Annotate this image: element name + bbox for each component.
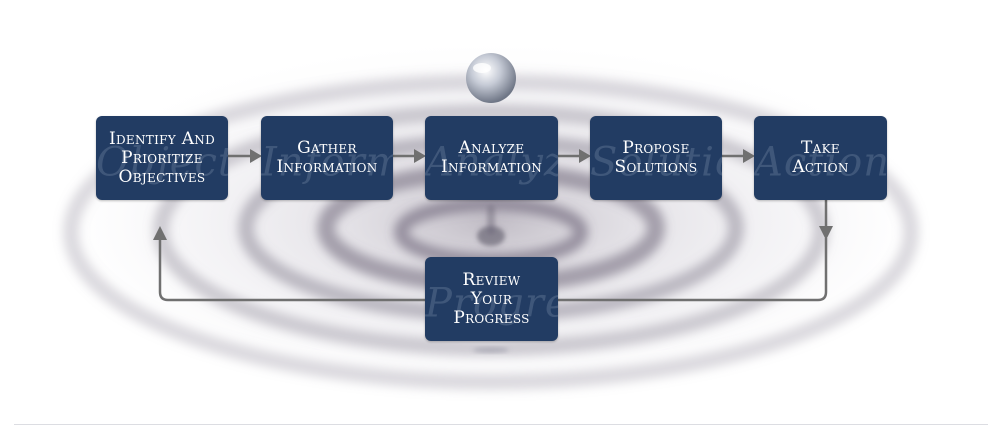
water-splash-column — [477, 205, 505, 246]
step-gather-information: Information Gather Information — [261, 116, 393, 200]
water-droplet-icon — [466, 53, 516, 103]
connector-5-6 — [558, 238, 828, 302]
connector-6-1 — [158, 238, 425, 302]
step-label: Identify And Prioritize Objectives — [109, 128, 215, 187]
step-analyze-information: Analyze Analyze Information — [425, 116, 558, 200]
arrowhead-icon — [153, 149, 833, 240]
step-label: Propose Solutions — [614, 138, 698, 177]
step-label: Analyze Information — [440, 138, 543, 177]
step-label: Review Your Progress — [453, 269, 530, 328]
bottom-divider — [14, 424, 988, 425]
step-identify-objectives: Objectives Identify And Prioritize Objec… — [96, 116, 228, 200]
water-reflection — [473, 347, 509, 353]
step-propose-solutions: Solutions Propose Solutions — [590, 116, 722, 200]
step-label: Take Action — [792, 138, 849, 177]
step-review-progress: Progress Review Your Progress — [425, 257, 558, 341]
flow-connectors — [158, 154, 828, 302]
step-label: Gather Information — [276, 138, 378, 177]
step-take-action: Action Take Action — [754, 116, 887, 200]
